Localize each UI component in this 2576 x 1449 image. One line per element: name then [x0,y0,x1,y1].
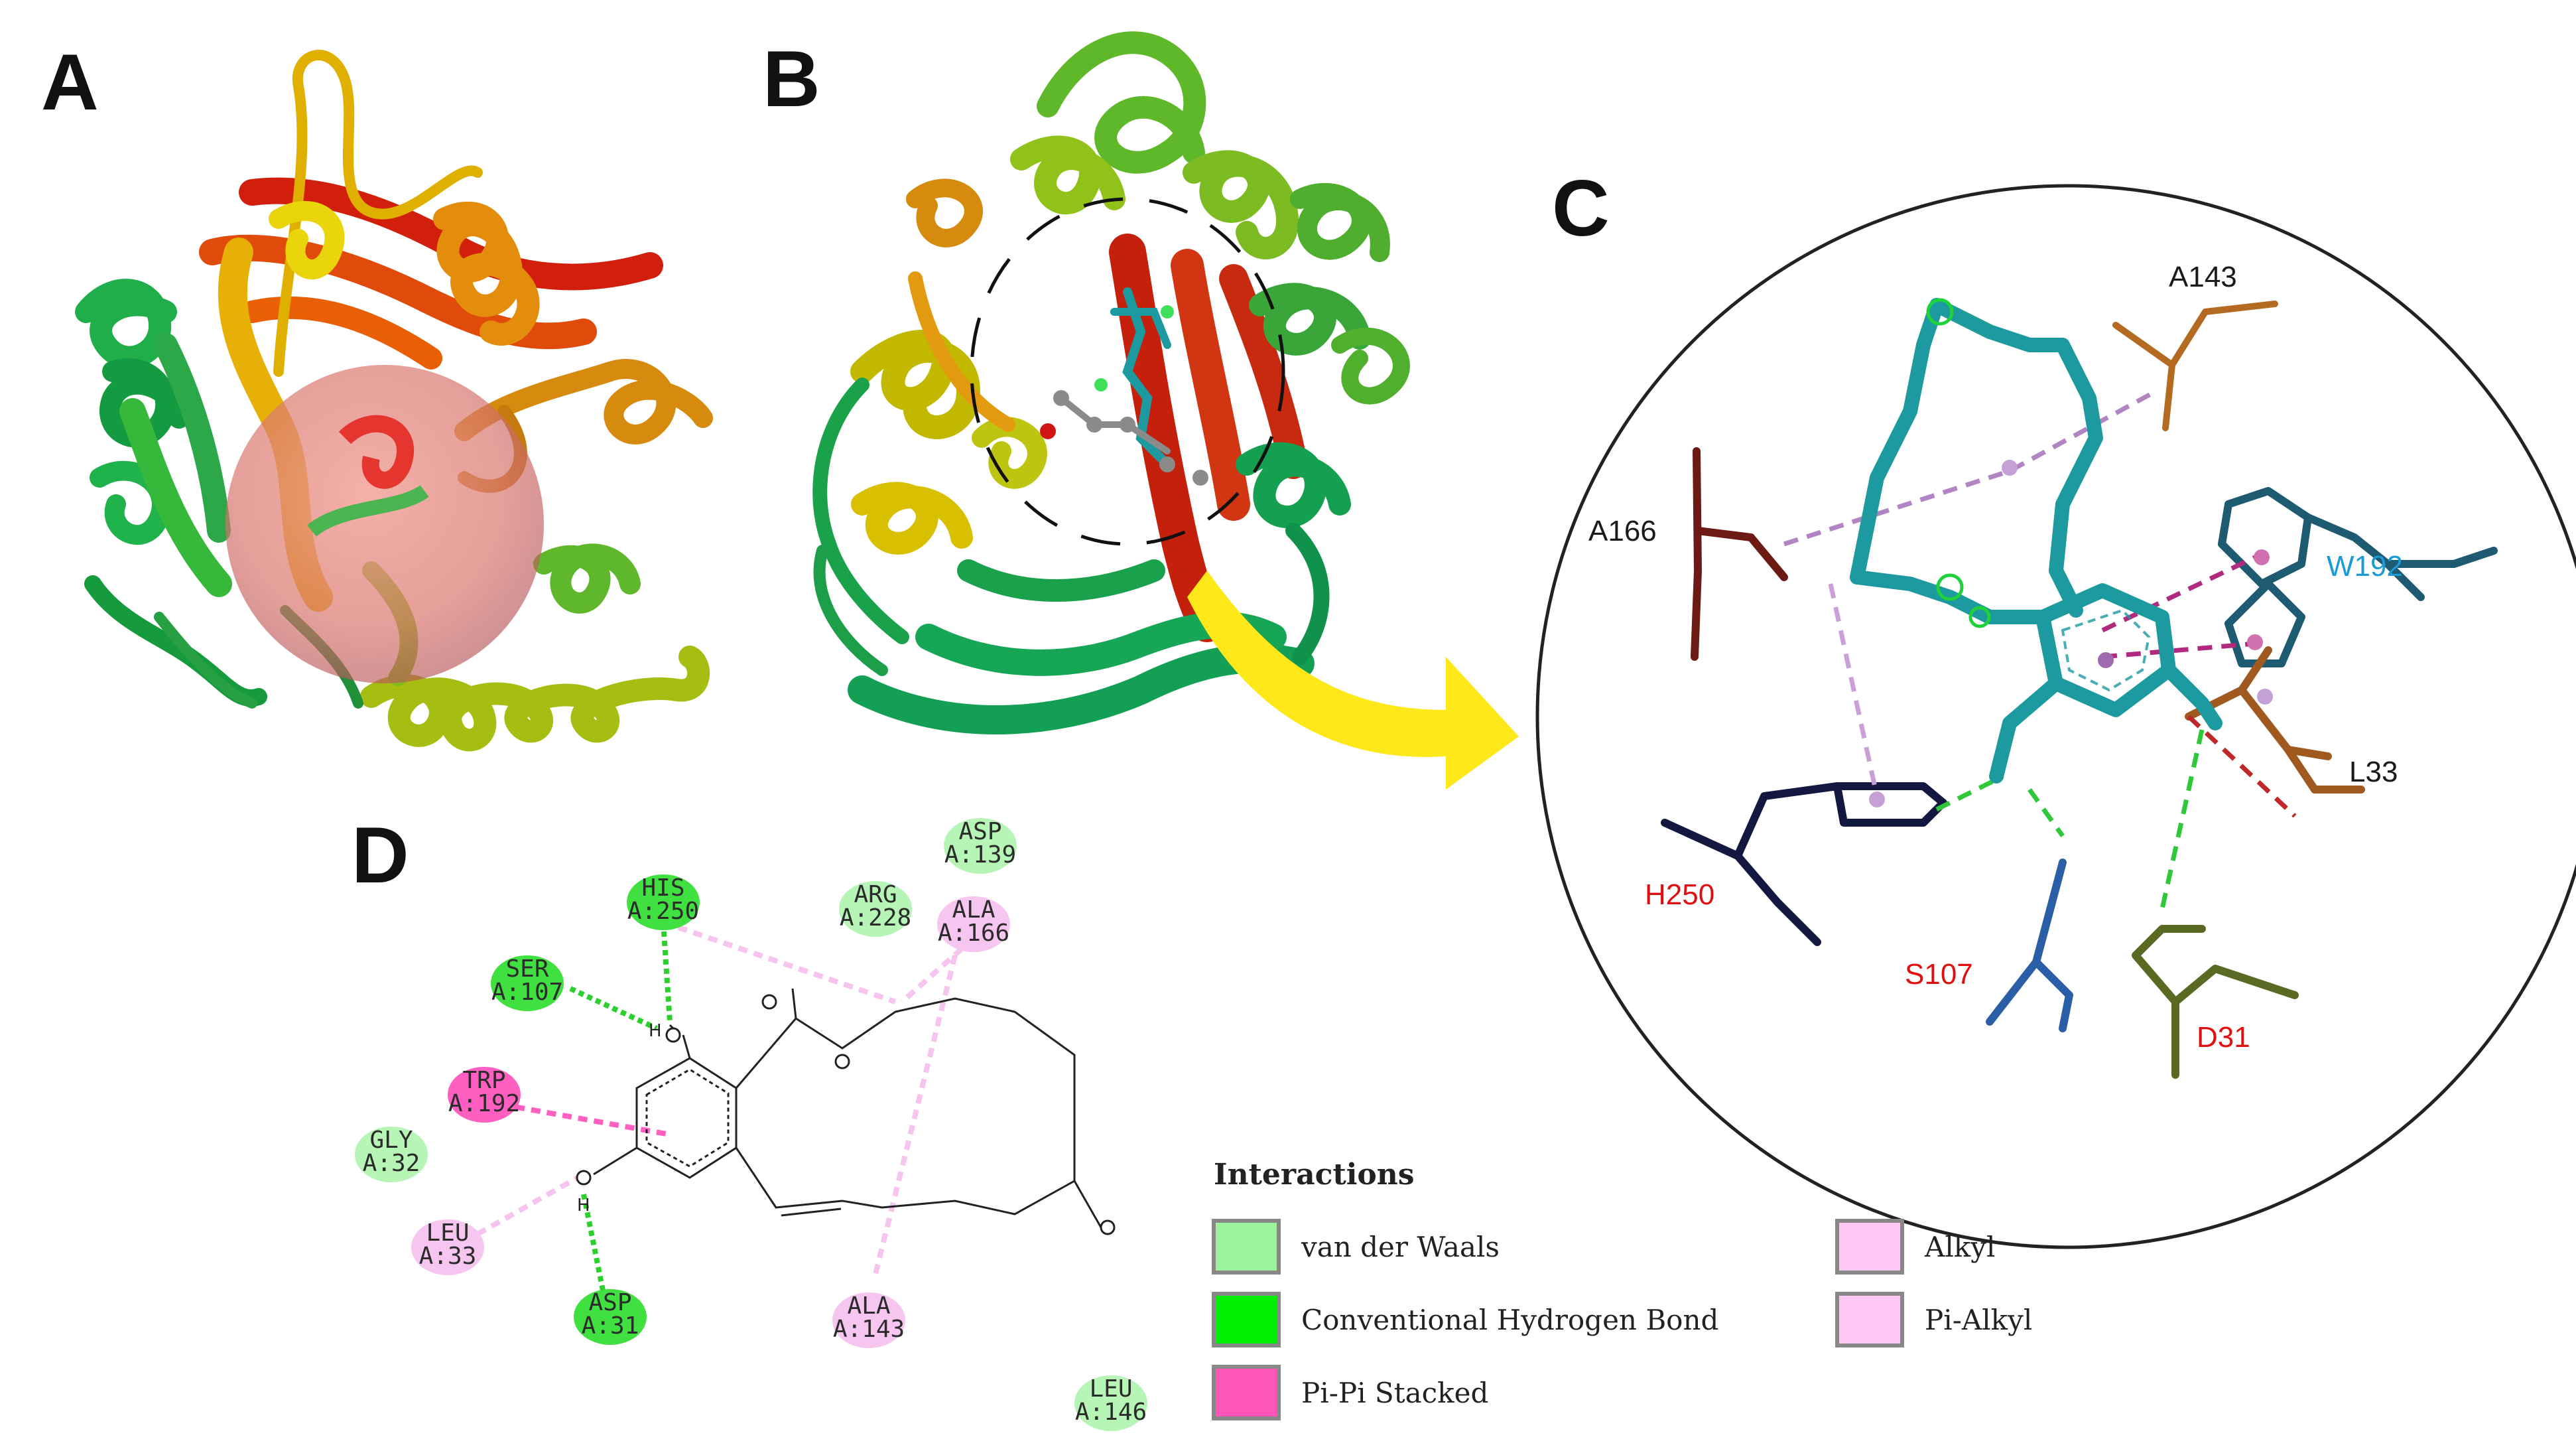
residue-h250 [1661,782,1947,946]
svg-text:A:166: A:166 [938,920,1009,947]
ligand-sticks-b [1040,287,1208,486]
svg-text:Alkyl: Alkyl [1924,1231,1995,1263]
svg-text:LEU: LEU [426,1219,469,1247]
label-a166: A166 [1588,515,1657,547]
panel-b-label: B [763,34,820,123]
ligand-c [1850,298,2222,784]
hbond-line-his250 [661,922,673,1022]
label-d31: D31 [2197,1021,2250,1054]
alkyl-line-ala166 [900,947,964,1004]
panel-a-label: A [41,38,99,127]
residue-his250: HIS A:250 [627,874,700,930]
zoom-circle [1535,184,2576,1249]
legend-item-vdw: van der Waals [1212,1219,1500,1275]
svg-text:A:31: A:31 [582,1312,639,1340]
legend-item-hbond: Conventional Hydrogen Bond [1212,1292,1718,1347]
alkyl-line-his250 [662,920,897,1004]
residue-a143 [2112,301,2278,431]
svg-text:LEU: LEU [1089,1375,1132,1403]
svg-text:SER: SER [505,955,548,983]
pipi-bond-w192-1 [2101,555,2256,633]
alkyl-bond-l33 [2187,715,2297,818]
svg-text:A:143: A:143 [833,1316,905,1343]
binding-pocket-sphere [225,365,544,683]
label-l33: L33 [2349,756,2398,788]
svg-text:HIS: HIS [641,874,684,902]
legend-item-alkyl: Alkyl [1835,1219,1995,1275]
svg-text:ALA: ALA [952,896,995,924]
residue-asp31: ASP A:31 [574,1289,647,1345]
panel-d: D H H [352,811,1147,1431]
residue-leu146: LEU A:146 [1074,1375,1147,1431]
ligand-2d [593,988,1102,1228]
hbond-site-2 [1936,573,1964,601]
residue-ala143: ALA A:143 [832,1292,905,1348]
panel-c: C [1535,164,2576,1249]
pipi-bond-w192-2 [2102,641,2256,659]
alkyl-bond-h250 [1828,583,1880,797]
residue-a166 [1691,447,1788,661]
residue-bubbles: ASP A:139 HIS A:250 ARG A:228 ALA A:166 … [355,818,1147,1431]
svg-text:ASP: ASP [588,1289,631,1316]
zoom-arrow [1187,571,1519,790]
residue-d31 [2132,925,2299,1079]
residue-ser107: SER A:107 [491,955,564,1011]
svg-text:van der Waals: van der Waals [1301,1231,1500,1263]
svg-text:ARG: ARG [854,881,897,908]
label-s107: S107 [1905,958,1973,991]
pialkyl-line-leu33 [476,1172,585,1237]
svg-text:ALA: ALA [847,1292,890,1320]
hbond-site-1 [1926,298,1954,326]
svg-text:TRP: TRP [462,1067,505,1094]
svg-text:A:32: A:32 [363,1150,420,1177]
alkyl-line-ala143 [873,955,958,1275]
svg-text:H: H [577,1196,590,1215]
residue-s107 [1986,859,2073,1032]
svg-text:A:107: A:107 [491,979,563,1006]
svg-text:A:250: A:250 [627,898,699,925]
residue-leu33: LEU A:33 [411,1219,484,1275]
hbond-line-ser107 [569,986,658,1031]
label-w192: W192 [2327,550,2403,583]
protein-ribbon-b [812,31,1410,734]
panel-b: B [763,31,1410,734]
svg-text:A:139: A:139 [944,841,1016,868]
hbond-s107 [2028,788,2065,838]
panel-d-label: D [352,811,409,900]
residue-trp192: TRP A:192 [448,1067,521,1123]
svg-text:H: H [649,1021,662,1041]
legend-item-pialkyl: Pi-Alkyl [1835,1292,2032,1347]
panel-c-label: C [1552,164,1610,253]
svg-text:A:146: A:146 [1075,1399,1147,1426]
core-helix-red [338,415,415,489]
interactions-legend: Interactions van der Waals Conventional … [1212,1158,2032,1420]
legend-item-pipi: Pi-Pi Stacked [1212,1365,1488,1420]
svg-text:A:228: A:228 [840,904,911,932]
svg-text:ASP: ASP [958,818,1001,845]
svg-text:A:33: A:33 [419,1243,477,1270]
alkyl-bond-a166 [1783,389,2157,547]
svg-text:GLY: GLY [369,1127,413,1154]
label-h250: H250 [1645,878,1714,911]
svg-text:Pi-Alkyl: Pi-Alkyl [1925,1304,2032,1336]
hbond-line-asp31 [581,1194,606,1294]
pocket-outline [970,197,1285,546]
hbond-d31 [2159,729,2205,910]
svg-text:Pi-Pi Stacked: Pi-Pi Stacked [1301,1377,1488,1409]
legend-title: Interactions [1214,1158,1415,1192]
residue-gly32: GLY A:32 [355,1127,428,1182]
residue-arg228: ARG A:228 [839,881,912,937]
panel-a: A [41,38,713,752]
residue-asp139: ASP A:139 [944,818,1017,874]
svg-text:A:192: A:192 [448,1090,520,1117]
residue-ala166: ALA A:166 [937,896,1010,952]
svg-text:Conventional Hydrogen Bond: Conventional Hydrogen Bond [1301,1304,1718,1336]
label-a143: A143 [2169,261,2237,293]
